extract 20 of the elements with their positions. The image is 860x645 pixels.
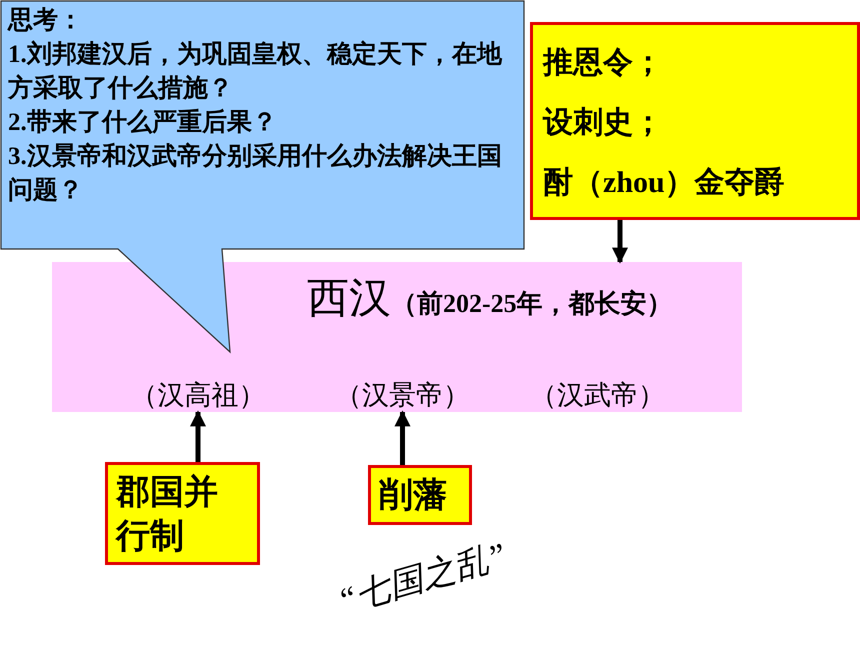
dynasty-title: 西汉: [307, 273, 391, 322]
arrow: [190, 410, 206, 462]
question-text: 1.刘邦建汉后，为巩固皇权、稳定天下，在地方采取了什么措施？: [8, 39, 504, 104]
measure-text: 酎（zhou）金夺爵: [543, 165, 786, 201]
emperor-label: （汉武帝）: [520, 378, 675, 412]
question-text: 2.带来了什么严重后果？: [8, 108, 278, 138]
emperor-label: （汉高祖）: [118, 378, 278, 412]
period-band: [52, 262, 742, 412]
dynasty-dates: （前202-25年，都长安）: [391, 289, 673, 318]
measure-text: 设刺史；: [543, 105, 664, 141]
policy-box: 郡国并行制: [105, 462, 260, 565]
measure-text: 推恩令；: [543, 45, 664, 81]
emperor-label: （汉景帝）: [325, 378, 480, 412]
question-text: 3.汉景帝和汉武帝分别采用什么办法解决王国问题？: [8, 141, 503, 206]
answer-box: [530, 22, 860, 220]
arrow: [612, 220, 628, 264]
arrow: [394, 410, 410, 465]
policy-box: 削藩: [368, 465, 472, 525]
heading: 思考：: [8, 6, 84, 36]
event-label: “七国之乱”: [332, 536, 512, 622]
